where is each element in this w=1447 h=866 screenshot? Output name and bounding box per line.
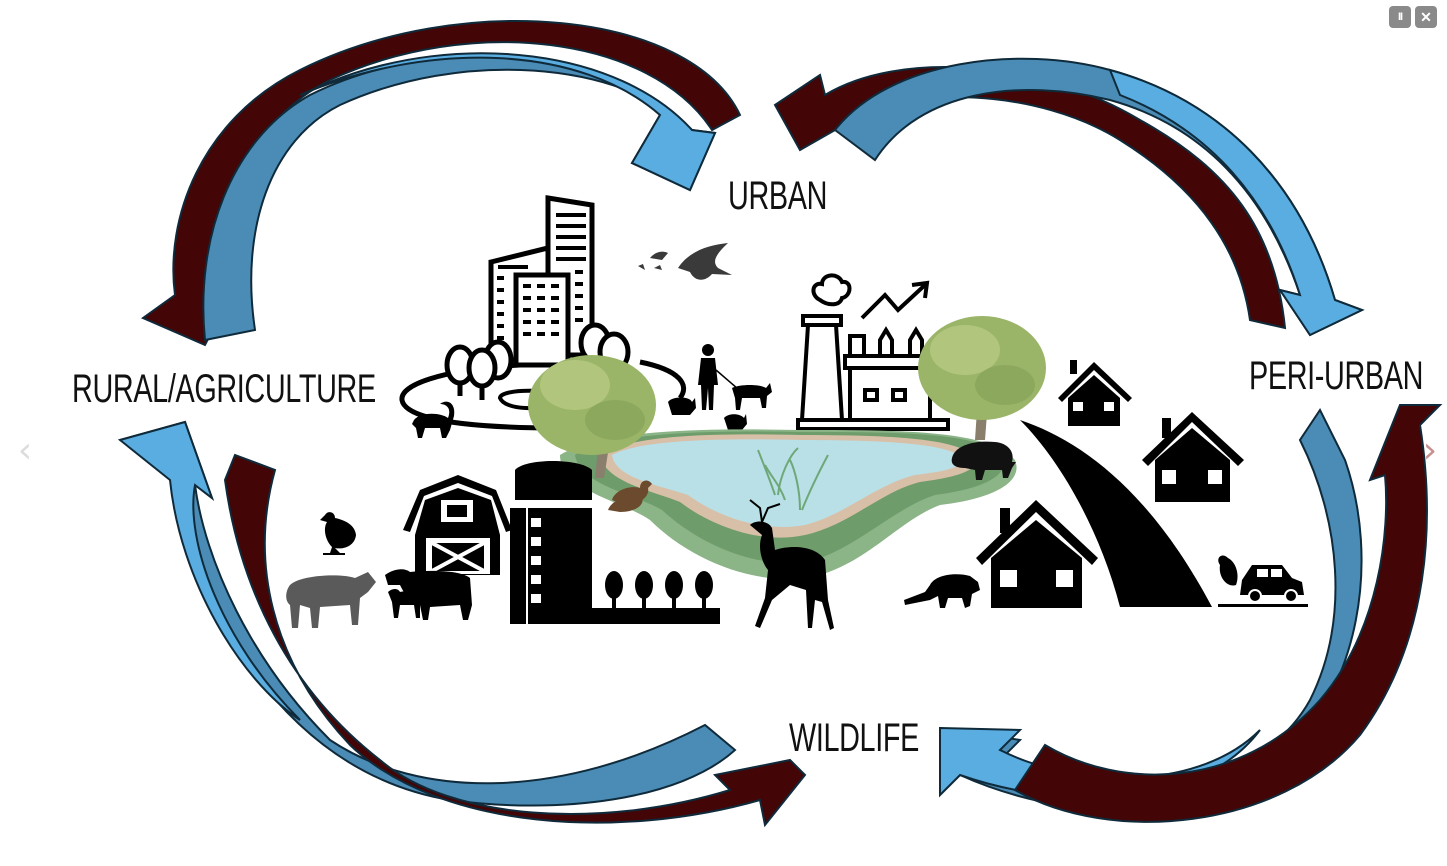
chevron-right-icon: › xyxy=(1422,429,1438,471)
arrow-urban-to-rural-red xyxy=(140,20,742,347)
skunk-icon xyxy=(412,401,455,438)
arrow-urban-to-peri-blue xyxy=(833,57,1365,337)
pause-button[interactable]: II xyxy=(1389,6,1411,28)
car-with-exhaust-icon xyxy=(1218,555,1308,607)
wheat-crops-icon xyxy=(592,571,720,624)
silo-icon xyxy=(510,461,592,624)
pause-icon: II xyxy=(1397,11,1403,23)
birds-icon xyxy=(638,243,732,280)
cow-gray-icon xyxy=(286,572,376,628)
reeds-icon xyxy=(757,447,829,511)
house-medium-icon xyxy=(1142,412,1244,502)
deer-icon xyxy=(749,499,834,630)
node-label-urban: URBAN xyxy=(728,174,828,218)
tree-right-icon xyxy=(918,316,1046,440)
pond-icon xyxy=(560,429,1017,579)
city-buildings-icon xyxy=(488,195,595,368)
next-slide-button[interactable]: › xyxy=(1415,429,1445,471)
arrow-rural-to-urban-blue xyxy=(202,52,717,342)
close-icon: ✕ xyxy=(1420,8,1432,25)
tree-left-icon xyxy=(528,355,656,478)
close-button[interactable]: ✕ xyxy=(1415,6,1437,28)
barn-icon xyxy=(403,475,512,575)
arrow-peri-to-urban-red xyxy=(773,66,1287,330)
growth-arrow-icon xyxy=(860,280,930,320)
wild-boar-icon xyxy=(951,441,1016,480)
person-walking-dog-icon xyxy=(668,344,772,430)
road-icon xyxy=(1020,420,1212,607)
node-label-rural-agriculture: RURAL/AGRICULTURE xyxy=(72,367,376,411)
chevron-left-icon: ‹ xyxy=(17,429,33,471)
ducks-icon xyxy=(608,480,652,512)
arrow-wildlife-to-peri-red xyxy=(1013,404,1443,823)
node-label-wildlife: WILDLIFE xyxy=(789,716,919,760)
node-label-peri-urban: PERI-URBAN xyxy=(1249,354,1424,398)
previous-slide-button[interactable]: ‹ xyxy=(10,429,40,471)
arrow-wildlife-to-rural-blue xyxy=(117,420,737,807)
house-small-icon xyxy=(1058,360,1132,426)
cow-with-calf-icon xyxy=(385,569,472,620)
house-large-icon xyxy=(976,500,1098,608)
raccoon-icon xyxy=(904,574,980,608)
arrow-rural-to-wildlife-red xyxy=(223,453,807,828)
chicken-icon xyxy=(320,512,356,555)
park-trees-icon xyxy=(444,322,631,400)
factory-icon xyxy=(796,273,950,431)
